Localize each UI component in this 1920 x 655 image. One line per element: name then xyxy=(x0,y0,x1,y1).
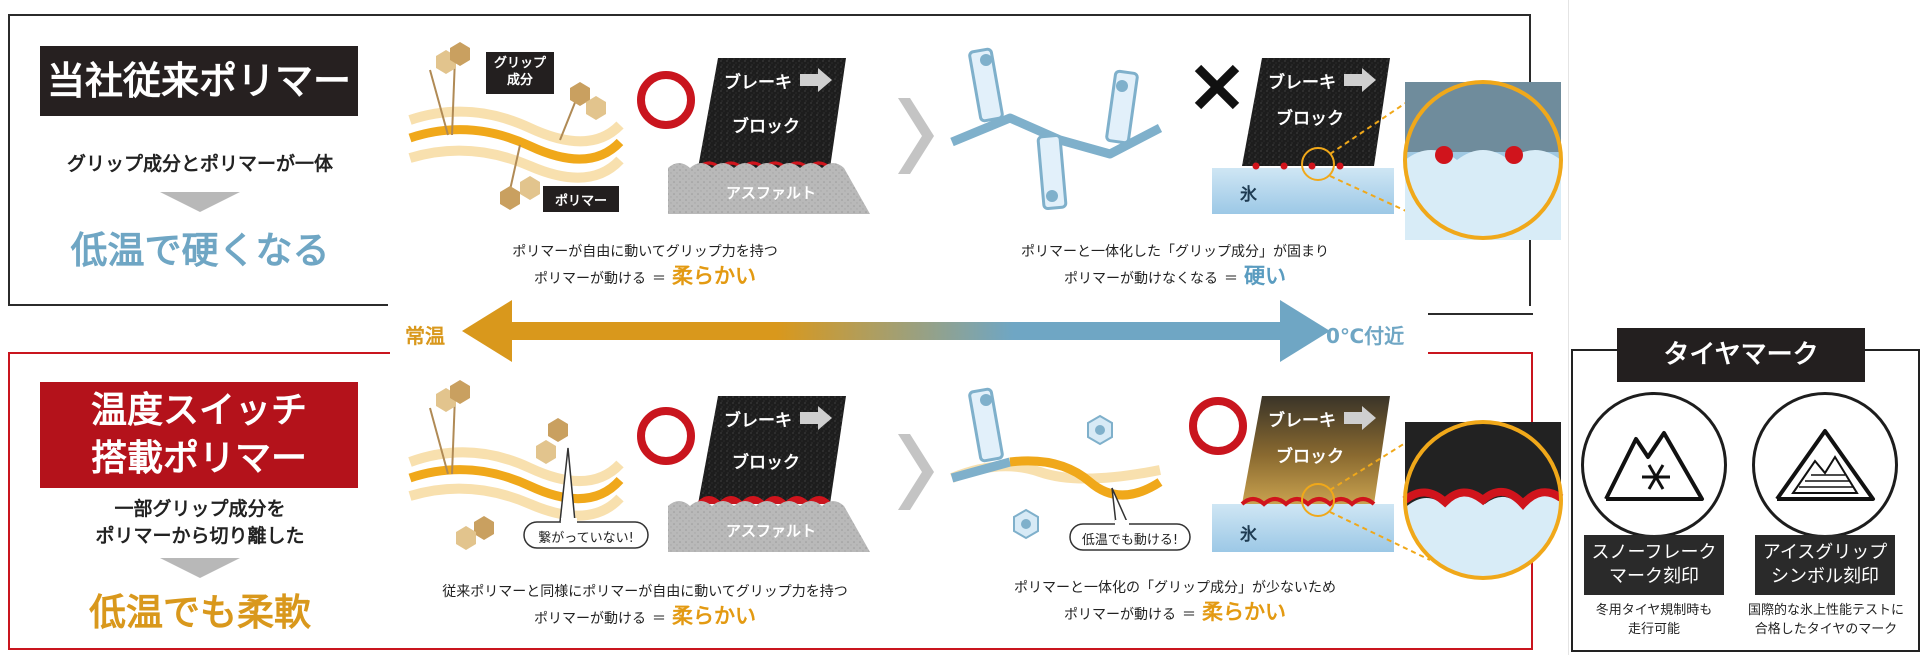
caption-emphasis: 柔らかい xyxy=(1202,600,1286,624)
caption-line: 従来ポリマーと同様にポリマーが自由に動いてグリップ力を持つ xyxy=(442,584,848,600)
polymer-flexible-cold xyxy=(950,387,1163,540)
caption-text: ポリマーが動ける xyxy=(1064,607,1176,623)
block-brake-label: ブレーキ xyxy=(1268,73,1336,93)
diagram-illustration xyxy=(408,42,1564,580)
panel-border xyxy=(8,304,388,306)
caption-line: ポリマーが動けなくなる ＝ 硬い xyxy=(990,264,1360,291)
snowflake-mark-label: スノーフレーク マーク刻印 xyxy=(1584,535,1724,595)
block-brake-label: ブレーキ xyxy=(1268,411,1336,431)
grip-label: グリップ 成分 xyxy=(486,55,554,89)
caption-warm-bottom: 従来ポリマーと同様にポリマーが自由に動いてグリップ力を持つ ポリマーが動ける ＝ 柔… xyxy=(410,580,880,631)
caption-eq: ＝ xyxy=(652,271,666,287)
conventional-polymer-tag: 当社従来ポリマー xyxy=(40,46,358,116)
panel-border xyxy=(1428,352,1533,354)
switch-result: 低温でも柔軟 xyxy=(89,591,311,634)
magnified-contact-view xyxy=(1403,80,1563,240)
mark-label-line: マーク刻印 xyxy=(1609,566,1699,587)
caption-line: ポリマーが動ける ＝ 柔らかい xyxy=(990,600,1360,627)
asphalt-surface xyxy=(668,501,870,552)
panel-border xyxy=(8,352,390,354)
ok-circle-icon xyxy=(637,71,695,129)
caption-cold-bottom: ポリマーと一体化の「グリップ成分」が少ないため ポリマーが動ける ＝ 柔らかい xyxy=(990,576,1360,627)
label-box xyxy=(543,186,619,212)
down-arrow-icon xyxy=(160,192,240,212)
bubble-disconnected: 繋がっていない! xyxy=(538,531,634,546)
snowflake-mountain-icon xyxy=(1581,392,1727,538)
block-label: ブロック xyxy=(732,117,800,137)
mark-desc-line: 国際的な氷上性能テストに xyxy=(1747,603,1904,618)
caption-line: ポリマーが動ける ＝ 柔らかい xyxy=(460,264,830,291)
mark-label-line: シンボル刻印 xyxy=(1771,566,1879,587)
caption-cold-top: ポリマーと一体化した「グリップ成分」が固まり ポリマーが動けなくなる ＝ 硬い xyxy=(990,240,1360,291)
asphalt-label: アスファルト xyxy=(726,184,817,202)
panel-border xyxy=(1428,313,1533,315)
block-label: ブロック xyxy=(1276,447,1344,467)
mark-desc-line: 冬用タイヤ規制時も xyxy=(1595,603,1713,618)
ok-circle-icon xyxy=(637,407,695,465)
chevron-right-icon xyxy=(898,434,934,510)
asphalt-surface xyxy=(668,163,870,214)
block-label: ブロック xyxy=(1276,109,1344,129)
magnified-contact-view xyxy=(1402,420,1564,580)
snowflake-mark-desc: 冬用タイヤ規制時も 走行可能 xyxy=(1574,601,1734,639)
bubble-lowtemp: 低温でも動ける! xyxy=(1081,533,1179,548)
polymer-strands-warm xyxy=(408,42,624,210)
caption-text: ポリマーが動けなくなる xyxy=(1064,271,1218,287)
mark-desc-line: 走行可能 xyxy=(1627,622,1680,637)
mark-label-line: アイスグリップ xyxy=(1762,542,1888,563)
mark-desc-line: 合格したタイヤのマーク xyxy=(1754,622,1898,637)
caption-text: ポリマーが動ける xyxy=(534,271,646,287)
asphalt-label: アスファルト xyxy=(726,522,817,540)
caption-eq: ＝ xyxy=(1224,271,1238,287)
ice-label: 氷 xyxy=(1240,525,1257,545)
temp-label-warm: 常温 xyxy=(405,324,445,348)
ng-cross-icon xyxy=(1194,64,1240,110)
caption-emphasis: 柔らかい xyxy=(672,264,756,288)
temperature-switch-tag: 温度スイッチ 搭載ポリマー xyxy=(40,382,358,488)
subtitle-line: 一部グリップ成分を xyxy=(114,498,286,520)
caption-warm-top: ポリマーが自由に動いてグリップ力を持つ ポリマーが動ける ＝ 柔らかい xyxy=(460,240,830,291)
tire-mark-title: タイヤマーク xyxy=(1617,328,1865,382)
conventional-result: 低温で硬くなる xyxy=(70,229,330,272)
caption-text: ポリマーが動ける xyxy=(534,611,646,627)
caption-emphasis: 柔らかい xyxy=(672,604,756,628)
tag-line: 搭載ポリマー xyxy=(90,438,307,479)
ice-grip-mark-label: アイスグリップ シンボル刻印 xyxy=(1755,535,1895,595)
temperature-arrow xyxy=(462,300,1330,362)
ok-circle-icon xyxy=(1189,397,1247,455)
ice-label: 氷 xyxy=(1240,185,1257,205)
divider xyxy=(1568,0,1569,655)
down-arrow-icon xyxy=(160,558,240,578)
label-box xyxy=(486,52,554,94)
conventional-subtitle: グリップ成分とポリマーが一体 xyxy=(66,153,333,175)
tag-line: 温度スイッチ xyxy=(90,390,307,431)
polymer-rigid-cold xyxy=(950,47,1163,210)
speech-bubble xyxy=(523,521,649,549)
mark-label-line: スノーフレーク xyxy=(1591,542,1717,563)
ice-grip-mountain-icon xyxy=(1752,392,1898,538)
temp-label-cold: 0℃付近 xyxy=(1326,324,1405,348)
caption-line: ポリマーと一体化した「グリップ成分」が固まり xyxy=(1021,244,1329,260)
caption-eq: ＝ xyxy=(652,611,666,627)
block-label: ブロック xyxy=(732,453,800,473)
subtitle-line: ポリマーから切り離した xyxy=(95,525,305,547)
caption-line: ポリマーと一体化の「グリップ成分」が少ないため xyxy=(1014,580,1336,596)
speech-bubble xyxy=(1069,523,1191,551)
grip-label-line: グリップ xyxy=(493,56,546,71)
caption-line: ポリマーが自由に動いてグリップ力を持つ xyxy=(512,244,778,260)
caption-line: ポリマーが動ける ＝ 柔らかい xyxy=(410,604,880,631)
caption-emphasis: 硬い xyxy=(1244,264,1286,288)
polymer-strands-warm xyxy=(408,380,624,550)
switch-subtitle: 一部グリップ成分を ポリマーから切り離した xyxy=(30,496,370,550)
grip-label-line: 成分 xyxy=(506,73,533,88)
ice-grip-mark-desc: 国際的な氷上性能テストに 合格したタイヤのマーク xyxy=(1738,601,1914,639)
block-brake-label: ブレーキ xyxy=(724,411,792,431)
block-brake-label: ブレーキ xyxy=(724,73,792,93)
chevron-right-icon xyxy=(898,98,934,174)
polymer-label: ポリマー xyxy=(554,194,607,209)
caption-eq: ＝ xyxy=(1182,607,1196,623)
